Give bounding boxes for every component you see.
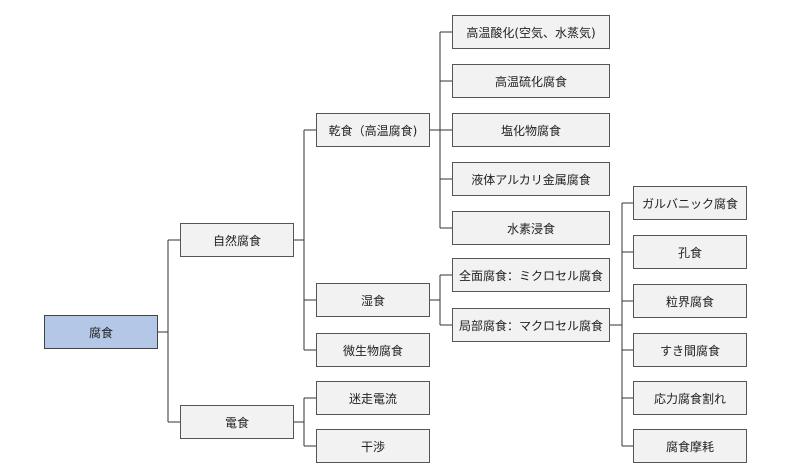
node-crevice: すき間腐食 bbox=[633, 333, 747, 367]
node-sulfidation: 高温硫化腐食 bbox=[452, 64, 610, 98]
node-stray: 迷走電流 bbox=[316, 381, 430, 415]
node-liquid-alkali: 液体アルカリ金属腐食 bbox=[452, 162, 610, 196]
node-microbial: 微生物腐食 bbox=[316, 333, 430, 367]
node-natural: 自然腐食 bbox=[180, 223, 294, 257]
node-interference: 干渉 bbox=[316, 429, 430, 463]
node-hydrogen: 水素浸食 bbox=[452, 211, 610, 245]
node-root: 腐食 bbox=[44, 315, 158, 349]
node-wet: 湿食 bbox=[316, 283, 430, 317]
node-erosion: 腐食摩耗 bbox=[633, 429, 747, 463]
node-oxidation: 高温酸化(空気、水蒸気) bbox=[452, 15, 610, 49]
node-galvanic: ガルバニック腐食 bbox=[633, 186, 747, 220]
node-pitting: 孔食 bbox=[633, 235, 747, 269]
node-dry: 乾食（高温腐食) bbox=[316, 113, 430, 147]
node-local: 局部腐食：マクロセル腐食 bbox=[452, 308, 610, 342]
node-general: 全面腐食：ミクロセル腐食 bbox=[452, 258, 610, 292]
node-intergranular: 粒界腐食 bbox=[633, 284, 747, 318]
node-scc: 応力腐食割れ bbox=[633, 381, 747, 415]
node-chloride: 塩化物腐食 bbox=[452, 113, 610, 147]
node-electric: 電食 bbox=[180, 405, 294, 439]
